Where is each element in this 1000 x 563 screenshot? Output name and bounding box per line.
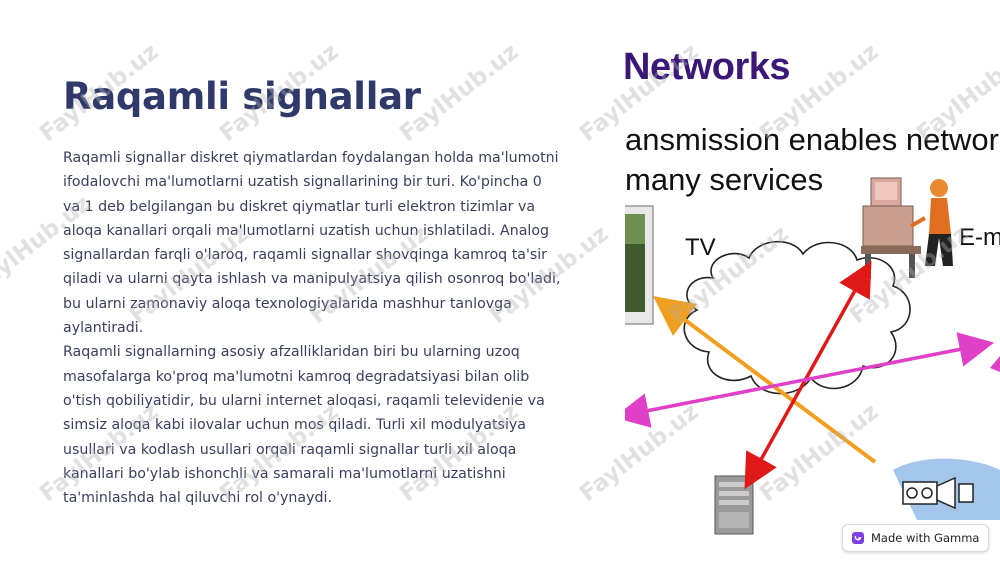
paragraph-1: Raqamli signallar diskret qiymatlardan f… (63, 150, 561, 337)
badge-label: Made with Gamma (871, 531, 980, 545)
figure-label-tv: TV (685, 234, 716, 261)
body-text: Raqamli signallar diskret qiymatlardan f… (63, 146, 563, 510)
video-camera-icon (893, 458, 1000, 520)
arrow-magenta-tip-right (990, 356, 1000, 372)
gamma-logo-icon (852, 532, 864, 544)
network-illustration: Networks ansmission enables networ many … (625, 38, 1000, 563)
cloud-icon (683, 240, 911, 395)
figure-text-line-1: ansmission enables networ (625, 122, 999, 157)
figure-text-line-2: many services (625, 162, 824, 197)
server-icon (714, 475, 754, 535)
made-with-gamma-badge[interactable]: Made with Gamma (842, 524, 989, 552)
tv-icon (625, 205, 654, 325)
arrow-magenta (625, 332, 995, 428)
paragraph-2: Raqamli signallarning asosiy afzalliklar… (63, 344, 545, 507)
figure-label-email: E-m (959, 224, 1000, 251)
network-diagram-graphic (625, 177, 1000, 535)
slide-title: Raqamli signallar (63, 75, 421, 118)
figure-heading: Networks (625, 46, 791, 88)
